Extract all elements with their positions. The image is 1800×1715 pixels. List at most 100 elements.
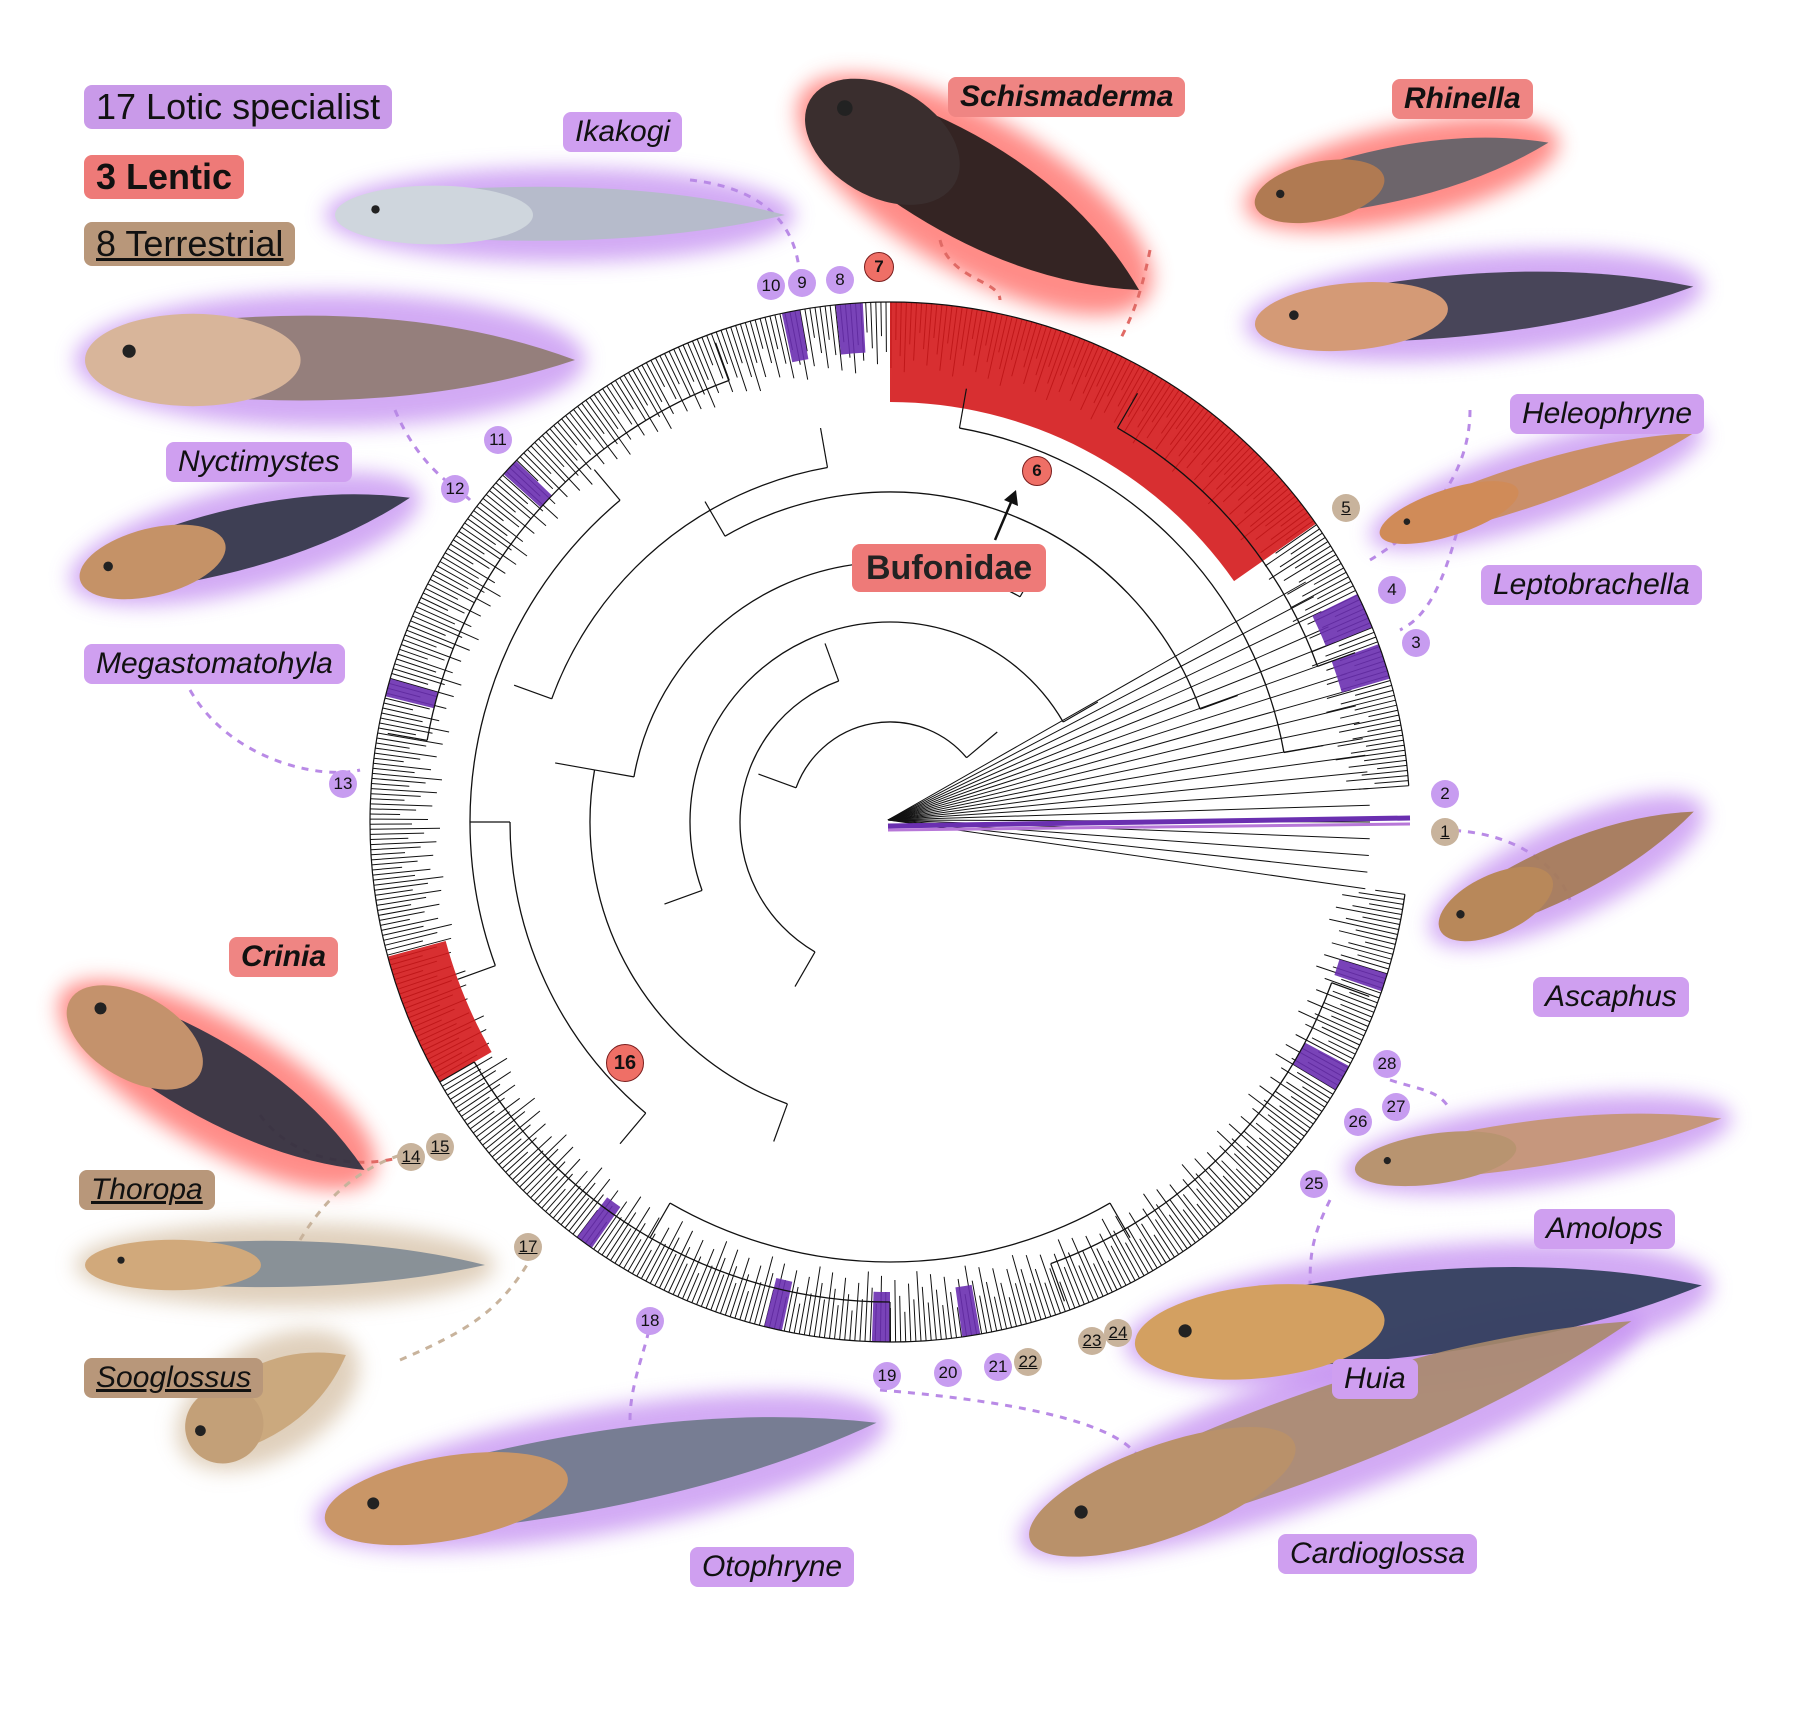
clade-stem	[555, 762, 595, 771]
clade-arc	[795, 721, 968, 789]
connector	[1308, 1199, 1332, 1291]
clade-arc	[473, 1061, 891, 1303]
legend-terrestrial: 8 Terrestrial	[84, 222, 296, 266]
node-21: 21	[984, 1353, 1012, 1381]
node-7: 7	[864, 252, 894, 282]
clade-stem	[1317, 652, 1356, 667]
tree-outer-ring	[369, 301, 1410, 1343]
ascaphus-branch	[887, 815, 1411, 829]
tadpole-huia	[1134, 1267, 1702, 1380]
deep-branch	[887, 641, 1336, 821]
deep-branch	[887, 611, 1322, 821]
clade-stem	[1050, 1263, 1065, 1302]
lotic-clade	[385, 678, 439, 709]
clade-stem	[1283, 745, 1324, 754]
lotic-clade	[835, 302, 866, 355]
tadpole-schismaderma	[805, 78, 1140, 290]
node-14: 14	[397, 1143, 425, 1171]
connector	[1399, 519, 1462, 632]
clade-stem	[704, 501, 726, 537]
lotic-clade	[503, 460, 552, 508]
clade-stem	[824, 643, 840, 682]
clade-stem	[439, 1061, 475, 1083]
node-25: 25	[1300, 1170, 1328, 1198]
tadpole-bodies	[66, 78, 1722, 1557]
tadpole-heleophryne	[1254, 271, 1694, 352]
node-26: 26	[1344, 1108, 1372, 1136]
clade-arc	[1050, 982, 1333, 1265]
clade-stem	[594, 769, 635, 778]
connector	[879, 1388, 1142, 1461]
clade-stem	[1331, 982, 1370, 997]
deep-branch	[887, 804, 1370, 821]
clade-stem	[794, 951, 816, 987]
node-20: 20	[934, 1359, 962, 1387]
clade-arc	[589, 769, 788, 1105]
clade-stem	[966, 731, 998, 759]
lotic-clade	[871, 1291, 890, 1342]
label-ascaphus: Ascaphus	[1533, 977, 1689, 1017]
node-1: 1	[1431, 818, 1459, 846]
label-cardioglossa: Cardioglossa	[1278, 1534, 1478, 1574]
deep-branch	[887, 705, 1356, 821]
tadpole-ikakogi	[335, 185, 785, 245]
clade-arc	[669, 1202, 1111, 1263]
label-thoropa: Thoropa	[79, 1170, 215, 1210]
clade-arc	[739, 680, 839, 953]
clade-stem	[1116, 393, 1139, 429]
deep-branch	[887, 626, 1329, 821]
connector	[298, 1148, 421, 1241]
tadpole-megastomatohyla	[79, 494, 410, 600]
label-huia: Huia	[1332, 1359, 1418, 1399]
clade-arc	[689, 621, 1064, 891]
node-23: 23	[1078, 1327, 1106, 1355]
clade-arc	[509, 821, 647, 1114]
node-5: 5	[1332, 494, 1360, 522]
tadpole-cardioglossa	[1029, 1321, 1632, 1557]
bufonidae-arrow	[993, 499, 1014, 541]
outer-ring	[369, 301, 1410, 1343]
deep-branch	[887, 596, 1315, 821]
node-18: 18	[636, 1307, 664, 1335]
node-6: 6	[1022, 456, 1052, 486]
deep-branch	[887, 754, 1366, 821]
label-amolops: Amolops	[1534, 1209, 1675, 1249]
lotic-clade	[955, 1284, 981, 1337]
highlighted-clades	[385, 302, 1390, 1342]
tadpole-thoropa	[85, 1239, 485, 1291]
node-28: 28	[1373, 1050, 1401, 1078]
crinia-clade	[387, 941, 492, 1082]
clade-stem	[619, 1112, 647, 1145]
node-12: 12	[441, 475, 469, 503]
deep-branch	[887, 689, 1352, 821]
connector	[689, 178, 802, 286]
clade-stem	[664, 889, 703, 905]
clade-stem	[819, 427, 829, 468]
clade-arc	[469, 499, 621, 966]
clade-stem	[649, 1202, 671, 1238]
label-bufonidae: Bufonidae	[852, 544, 1047, 592]
node-10: 10	[757, 272, 785, 300]
node-22: 22	[1014, 1348, 1042, 1376]
node-19: 19	[873, 1362, 901, 1390]
label-sooglossus: Sooglossus	[84, 1358, 264, 1398]
tadpole-crinia	[66, 985, 365, 1170]
label-leptobrachella: Leptobrachella	[1481, 565, 1702, 605]
connector	[188, 689, 361, 774]
tadpole-amolops	[1354, 1113, 1722, 1187]
node-13: 13	[329, 770, 357, 798]
node-8: 8	[826, 266, 854, 294]
tadpole-leptobrachella	[1379, 433, 1694, 544]
connector	[1118, 249, 1152, 341]
tadpole-nyctimystes	[85, 313, 575, 407]
node-27: 27	[1382, 1093, 1410, 1121]
clade-arc	[426, 379, 730, 741]
clade-stem	[773, 1103, 788, 1142]
clade-stem	[715, 342, 730, 381]
lotic-clade	[764, 1278, 793, 1331]
tadpole-otophryne	[324, 1417, 877, 1546]
label-nyctimystes: Nyctimystes	[166, 442, 352, 482]
leiopelma-branch	[887, 822, 1411, 832]
